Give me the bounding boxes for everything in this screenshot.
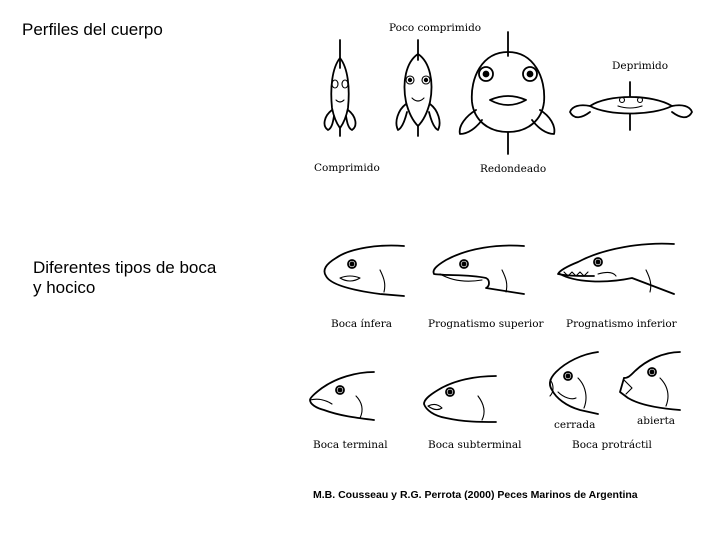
fish-rounded-figure xyxy=(458,31,556,155)
label-mouth-terminal: Boca terminal xyxy=(313,439,388,451)
label-mouth-upper-prognathism: Prognatismo superior xyxy=(428,318,544,330)
fish-depressed-figure xyxy=(569,81,693,131)
mouth-protractile-open-figure xyxy=(619,351,681,411)
mouth-protractile-closed-figure xyxy=(549,351,599,415)
label-mouth-protractile-open: abierta xyxy=(637,415,676,427)
heading-mouth-types-line1: Diferentes tipos de boca xyxy=(33,258,217,277)
heading-body-profiles: Perfiles del cuerpo xyxy=(22,20,163,39)
mouth-lower-prognathism-figure xyxy=(557,242,675,295)
heading-mouth-types-line2: y hocico xyxy=(33,278,96,297)
label-mouth-inferior: Boca ínfera xyxy=(331,318,393,330)
label-mouth-lower-prognathism: Prognatismo inferior xyxy=(566,318,677,330)
mouth-terminal-figure xyxy=(309,371,375,421)
label-mouth-subterminal: Boca subterminal xyxy=(428,439,522,451)
label-compressed: Comprimido xyxy=(314,162,380,174)
label-slightly-compressed: Poco comprimido xyxy=(389,22,482,34)
fish-compressed-figure xyxy=(323,39,357,137)
source-credit: M.B. Cousseau y R.G. Perrota (2000) Pece… xyxy=(313,489,638,501)
label-rounded: Redondeado xyxy=(480,163,547,175)
label-depressed: Deprimido xyxy=(612,60,669,72)
label-mouth-protractile: Boca protráctil xyxy=(572,439,652,451)
mouth-upper-prognathism-figure xyxy=(432,244,525,295)
mouth-subterminal-figure xyxy=(423,375,497,423)
fish-slightly-compressed-figure xyxy=(395,39,441,137)
label-mouth-protractile-closed: cerrada xyxy=(554,419,596,431)
mouth-inferior-figure xyxy=(323,244,405,297)
